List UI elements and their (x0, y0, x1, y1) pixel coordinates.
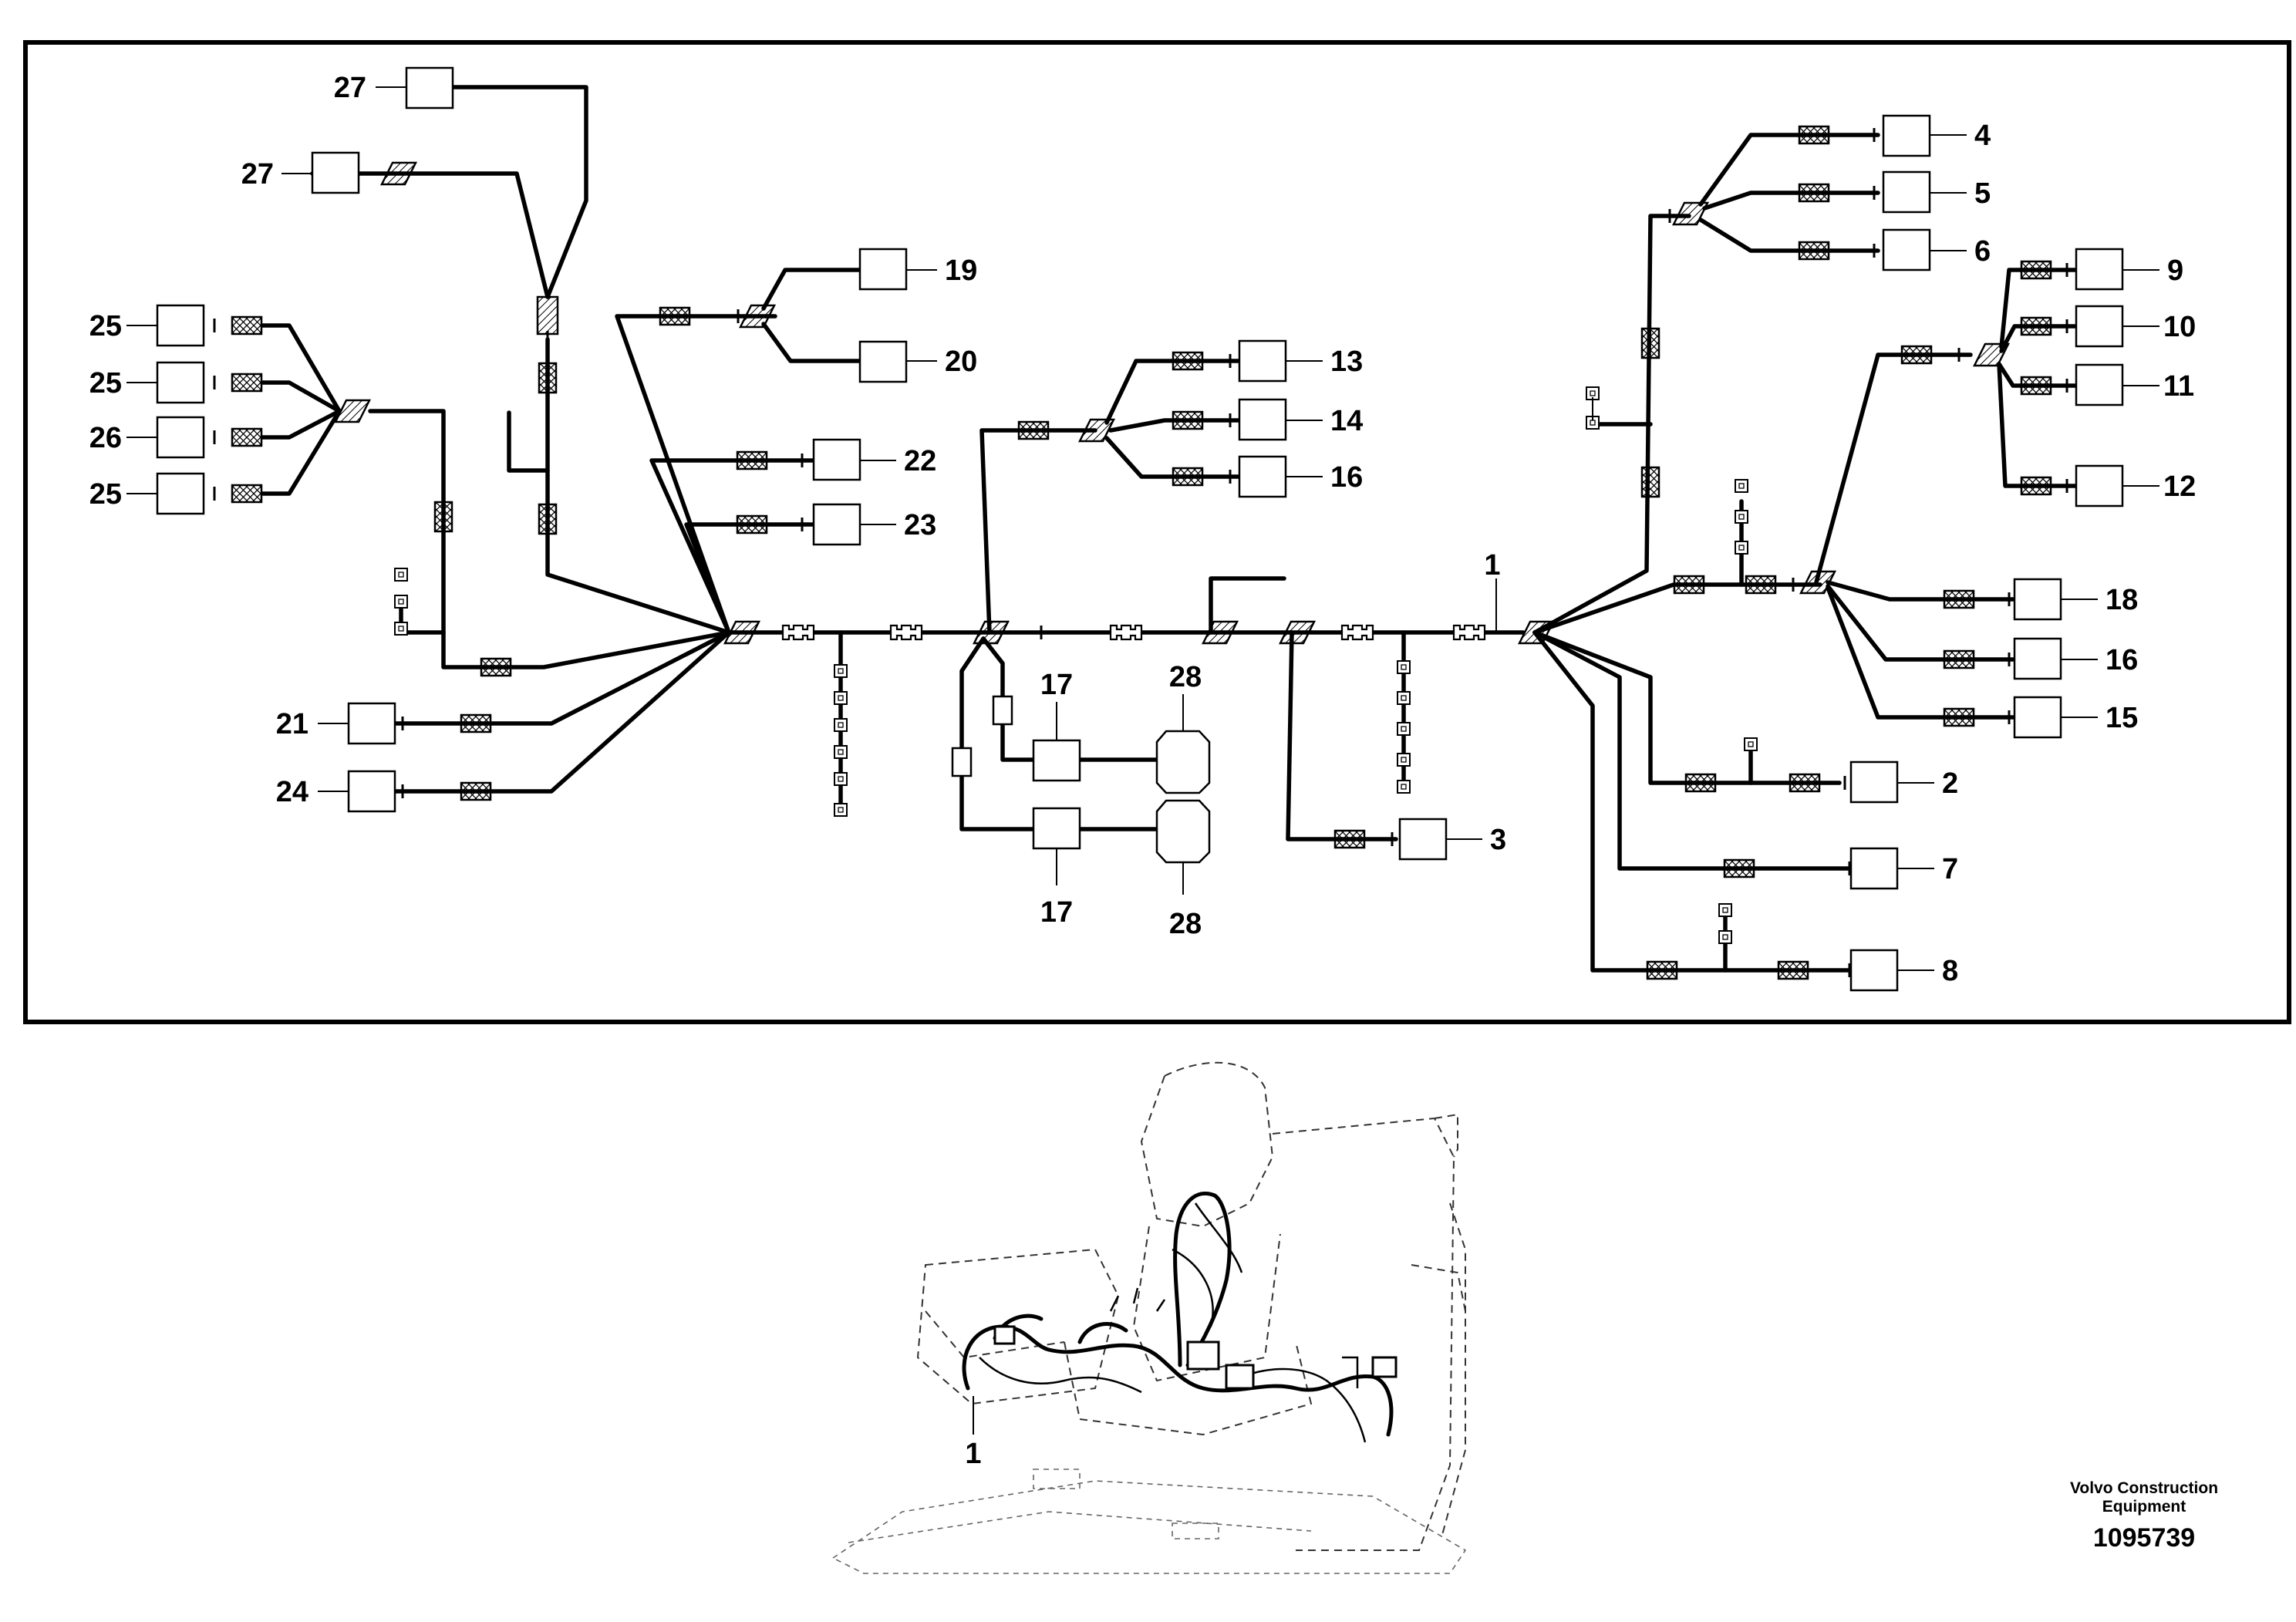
clip-chain-left (834, 630, 848, 817)
callout-14: 14 (1330, 405, 1363, 437)
footer: Volvo Construction Equipment 1095739 (2070, 1479, 2218, 1553)
callout-17-lower: 17 (1040, 896, 1073, 929)
component-28-upper (1155, 730, 1211, 794)
cab-illustration: 1 (831, 1061, 1467, 1574)
diagram-frame (23, 40, 2291, 1024)
callout-28-upper: 28 (1169, 661, 1202, 693)
main-trunk (723, 576, 1555, 645)
callout-11: 11 (2163, 370, 2194, 403)
callout-17-upper: 17 (1040, 669, 1073, 701)
document-number: 1095739 (2093, 1523, 2195, 1553)
callout-25-a: 25 (89, 310, 122, 342)
callout-3: 3 (1490, 824, 1506, 856)
callout-25-c: 25 (89, 478, 122, 511)
callout-labels: 27 27 19 20 25 25 26 25 22 23 21 24 13 1… (89, 72, 2197, 987)
callout-28-lower: 28 (1169, 908, 1202, 940)
callout-22: 22 (904, 445, 936, 477)
callout-2: 2 (1942, 767, 1958, 800)
callout-21: 21 (276, 708, 308, 740)
right-hub-branches (1532, 125, 2077, 980)
callout-16-center: 16 (1330, 461, 1363, 494)
callout-20: 20 (945, 346, 977, 378)
callout-16-right: 16 (2106, 644, 2138, 676)
callout-15: 15 (2106, 702, 2138, 734)
center-branches (951, 351, 1240, 831)
callout-25-b: 25 (89, 367, 122, 400)
callout-18: 18 (2106, 584, 2138, 616)
callout-12: 12 (2163, 470, 2196, 503)
clip-chain-right (1397, 630, 1411, 794)
company-name-line1: Volvo Construction (2070, 1479, 2218, 1497)
branch-3 (1286, 630, 1398, 849)
component-28-lower (1155, 799, 1211, 864)
callout-7: 7 (1942, 853, 1958, 885)
callout-27-lower: 27 (241, 158, 274, 191)
callout-4: 4 (1974, 120, 1991, 152)
callout-8: 8 (1942, 955, 1958, 987)
callout-6: 6 (1974, 235, 1991, 268)
callout-1: 1 (1484, 549, 1500, 582)
callout-10: 10 (2163, 311, 2196, 343)
leader-lines (126, 86, 2159, 971)
company-name-line2: Equipment (2102, 1498, 2186, 1516)
callout-19: 19 (945, 255, 977, 287)
callout-24: 24 (276, 776, 308, 808)
left-hub-branches (213, 85, 862, 801)
callout-13: 13 (1330, 346, 1363, 378)
callout-26: 26 (89, 422, 122, 454)
callout-5: 5 (1974, 177, 1991, 210)
callout-27-top: 27 (334, 72, 366, 104)
illustration-callout-1: 1 (965, 1438, 981, 1470)
callout-23: 23 (904, 509, 936, 541)
callout-9: 9 (2167, 255, 2183, 287)
